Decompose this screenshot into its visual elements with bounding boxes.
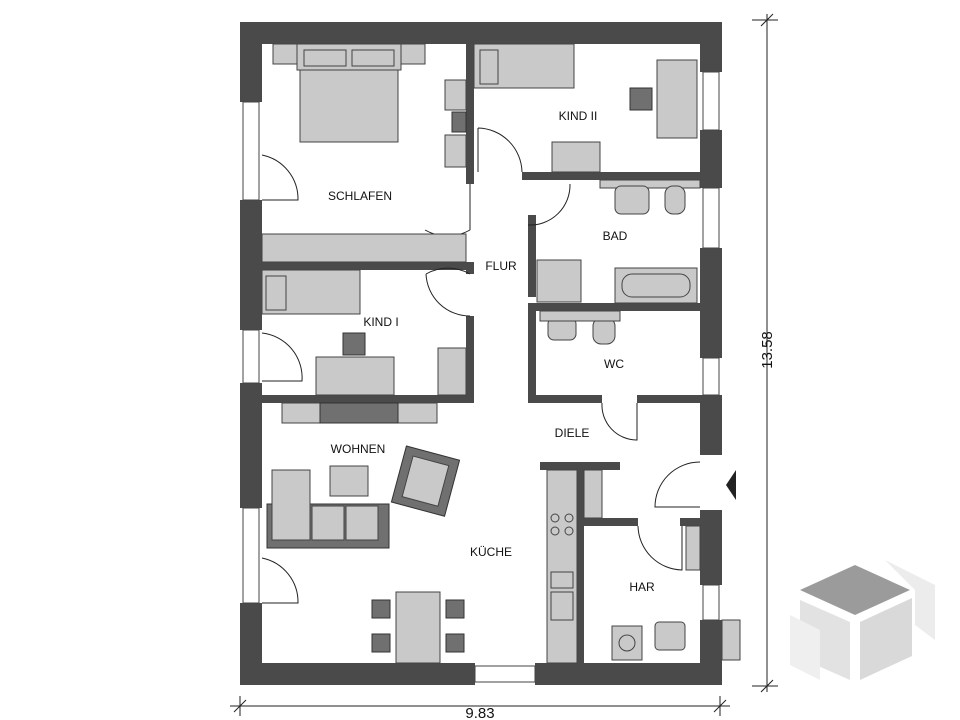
windows	[242, 71, 720, 683]
width-dimension-label: 9.83	[465, 705, 494, 720]
room-label-har: HAR	[629, 580, 655, 594]
room-label-diele: DIELE	[555, 426, 590, 440]
room-label-schlafen: SCHLAFEN	[328, 189, 392, 203]
bathroom-fixtures	[536, 185, 698, 345]
doors	[261, 127, 701, 604]
utility-room-fixtures	[611, 525, 701, 661]
room-label-flur: FLUR	[485, 259, 517, 273]
room-label-wohnen: WOHNEN	[331, 442, 386, 456]
room-label-kind1: KIND I	[363, 315, 398, 329]
depth-dimension-label: 13.58	[759, 331, 776, 369]
room-label-kueche: KÜCHE	[470, 545, 512, 559]
width-dimension	[230, 696, 730, 716]
entrance-step	[721, 619, 741, 661]
room-label-bad: BAD	[603, 229, 628, 243]
interior-walls	[262, 44, 700, 663]
outer-walls	[240, 22, 722, 685]
bedroom-furniture	[261, 43, 467, 263]
living-furniture	[266, 402, 461, 549]
kind2-furniture	[473, 43, 701, 189]
entrance-arrow-icon	[726, 470, 736, 500]
logo-cube-icon	[790, 560, 935, 680]
kind1-furniture	[261, 269, 467, 396]
room-label-kind2: KIND II	[559, 109, 598, 123]
room-label-wc: WC	[604, 357, 624, 371]
kitchen-furniture	[371, 469, 603, 664]
depth-dimension	[752, 13, 778, 693]
